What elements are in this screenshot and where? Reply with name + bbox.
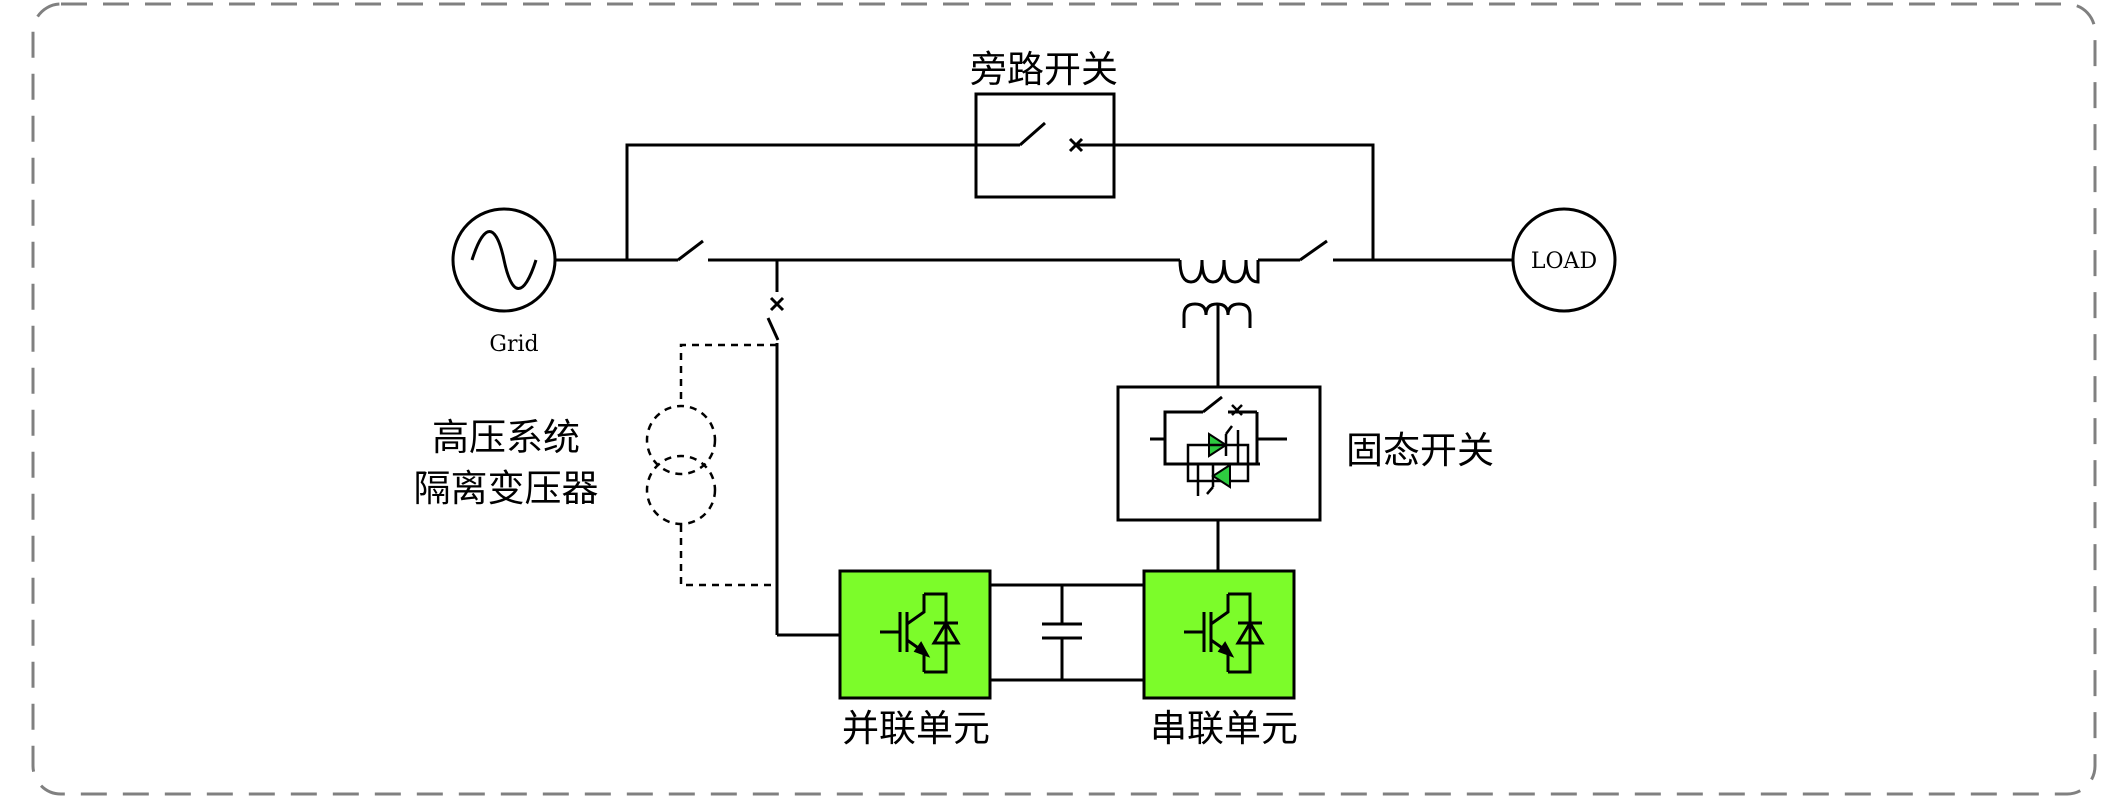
isolation-transformer-label-line1: 高压系统 bbox=[432, 416, 580, 459]
shunt-branch bbox=[766, 260, 840, 637]
main-line bbox=[555, 239, 1513, 262]
grid-label: Grid bbox=[489, 332, 538, 357]
series-unit-box bbox=[1142, 569, 1296, 700]
grid-source: Grid bbox=[451, 207, 557, 357]
shunt-unit-label: 并联单元 bbox=[842, 707, 990, 750]
solid-state-switch bbox=[1116, 385, 1322, 571]
shunt-unit-box bbox=[838, 569, 992, 700]
load: LOAD bbox=[1511, 207, 1617, 313]
series-unit bbox=[1142, 569, 1296, 700]
isolation-transformer bbox=[645, 343, 777, 587]
solid-state-switch-label: 固态开关 bbox=[1346, 429, 1494, 472]
thyristor-lower-icon bbox=[1211, 463, 1231, 489]
igbt-icon bbox=[1184, 592, 1265, 674]
series-transformer bbox=[1178, 259, 1260, 387]
dc-link bbox=[990, 583, 1144, 682]
sine-wave-icon bbox=[470, 230, 538, 290]
series-unit-label: 串联单元 bbox=[1150, 707, 1298, 750]
main-input-switch bbox=[677, 239, 704, 262]
outer-frame bbox=[31, 2, 2097, 796]
main-output-switch bbox=[1299, 239, 1328, 262]
load-label: LOAD bbox=[1531, 249, 1597, 274]
bypass-switch-label: 旁路开关 bbox=[970, 48, 1118, 91]
solid-state-switch-box bbox=[1116, 385, 1322, 522]
igbt-icon bbox=[880, 592, 961, 674]
isolation-transformer-label-line2: 隔离变压器 bbox=[414, 467, 599, 510]
bypass-branch: 旁路开关 bbox=[625, 48, 1375, 260]
shunt-unit bbox=[838, 569, 992, 700]
